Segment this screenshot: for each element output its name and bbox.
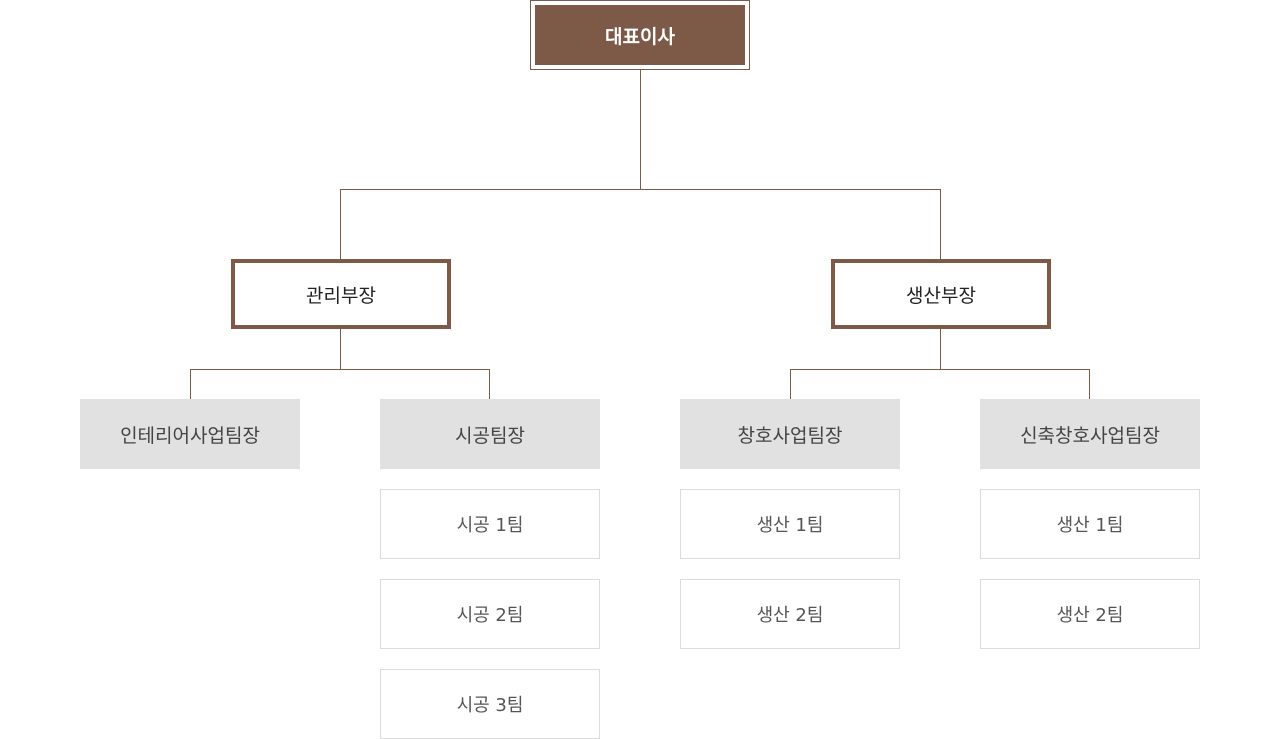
team-label: 생산 1팀 <box>1056 515 1124 536</box>
manager-box-admin: 관리부장 <box>231 259 451 329</box>
team-box: 시공 3팀 <box>380 669 600 739</box>
team-label: 시공 1팀 <box>456 515 524 536</box>
team-box: 생산 1팀 <box>980 489 1200 559</box>
connector-production-right-down <box>1089 369 1090 399</box>
team-label: 시공 2팀 <box>456 605 524 626</box>
lead-label: 시공팀장 <box>455 424 525 447</box>
connector-admin-left-down <box>190 369 191 399</box>
team-label: 시공 3팀 <box>456 695 524 716</box>
team-box: 생산 2팀 <box>980 579 1200 649</box>
lead-label: 신축창호사업팀장 <box>1020 424 1160 447</box>
manager-label: 생산부장 <box>906 284 976 307</box>
connector-admin-down <box>340 329 341 369</box>
lead-box-construction: 시공팀장 <box>380 399 600 469</box>
connector-manager-bar <box>340 189 941 190</box>
manager-label: 관리부장 <box>306 284 376 307</box>
lead-box-interior: 인테리어사업팀장 <box>80 399 300 469</box>
lead-label: 창호사업팀장 <box>737 424 843 447</box>
connector-production-bar <box>790 369 1090 370</box>
ceo-label: 대표이사 <box>535 5 745 65</box>
connector-manager-left-down <box>340 189 341 259</box>
team-box: 시공 1팀 <box>380 489 600 559</box>
team-label: 생산 2팀 <box>1056 605 1124 626</box>
lead-box-new-window: 신축창호사업팀장 <box>980 399 1200 469</box>
connector-ceo-down <box>640 70 641 189</box>
connector-production-left-down <box>790 369 791 399</box>
connector-manager-right-down <box>940 189 941 259</box>
team-box: 생산 1팀 <box>680 489 900 559</box>
connector-production-down <box>940 329 941 369</box>
team-label: 생산 2팀 <box>756 605 824 626</box>
team-box: 시공 2팀 <box>380 579 600 649</box>
connector-admin-bar <box>190 369 490 370</box>
team-box: 생산 2팀 <box>680 579 900 649</box>
lead-box-window: 창호사업팀장 <box>680 399 900 469</box>
lead-label: 인테리어사업팀장 <box>120 424 260 447</box>
team-label: 생산 1팀 <box>756 515 824 536</box>
ceo-box: 대표이사 <box>530 0 750 70</box>
manager-box-production: 생산부장 <box>831 259 1051 329</box>
connector-admin-right-down <box>489 369 490 399</box>
